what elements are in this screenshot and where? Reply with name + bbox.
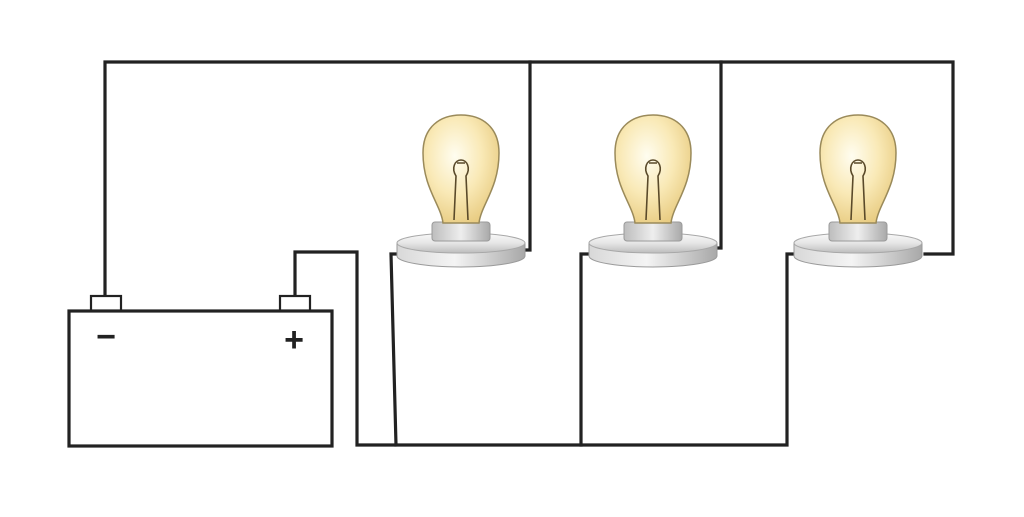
wire-bottom-to-bulb-1 — [389, 252, 400, 447]
bulb-socket — [431, 221, 491, 242]
bulb-glass — [422, 114, 500, 224]
bulb-filament — [645, 159, 661, 221]
battery-positive-terminal — [278, 294, 312, 313]
wire-top-to-bulb-1 — [520, 60, 532, 252]
bulb-filament — [850, 159, 866, 221]
battery-body — [67, 309, 334, 448]
battery-negative-terminal — [89, 294, 123, 313]
bulb-base — [588, 232, 718, 268]
wires — [103, 60, 955, 447]
bulb-base — [793, 232, 923, 268]
bulb-socket — [623, 221, 683, 242]
bulb-filament — [453, 159, 469, 221]
bulb-glass — [614, 114, 692, 224]
battery-negative-sign: − — [96, 318, 116, 356]
bulb-3 — [793, 114, 923, 268]
bulb-socket — [828, 221, 888, 242]
wire-bottom-to-bulb-2 — [579, 252, 590, 447]
wire-positive-bottom-rail — [293, 250, 796, 447]
battery: − + — [67, 294, 334, 448]
bulb-2 — [588, 114, 718, 268]
wire-top-to-bulb-2 — [714, 60, 723, 250]
bulb-base — [396, 232, 526, 268]
battery-positive-sign: + — [284, 321, 304, 359]
bulb-glass — [819, 114, 897, 224]
wire-negative-top-rail — [103, 60, 955, 300]
bulb-1 — [396, 114, 526, 268]
